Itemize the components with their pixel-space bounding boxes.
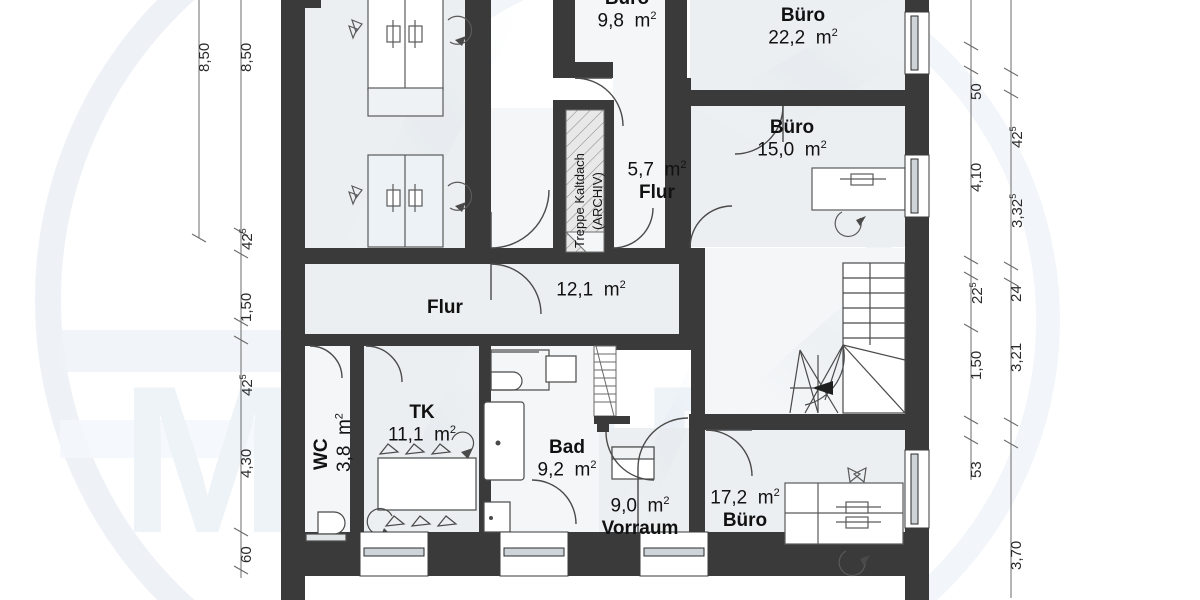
dimension-right-inner-1: 4,10 [968, 162, 985, 192]
room-area: 5,7 m2 [627, 159, 687, 181]
room-label-buero-222: Büro 22,2 m2 [738, 5, 868, 50]
room-area: 17,2 m2 [710, 487, 780, 509]
room-name: Büro [571, 0, 683, 10]
furniture-top-left-office [348, 0, 473, 248]
room-name: Flur [427, 297, 463, 318]
room-name: TK [409, 402, 435, 423]
room-area: 12,1 m2 [556, 279, 626, 301]
attic-ladder [593, 345, 630, 424]
room-name: WC [311, 438, 332, 470]
room-label-buero-98: Büro 9,8 m2 [571, 0, 683, 33]
annotation-stair-archiv-sub: (ARCHIV) [590, 172, 605, 230]
dimension-lines [191, 0, 1019, 598]
room-label-bad-92: Bad 9,2 m2 [522, 437, 612, 482]
room-name: Flur [639, 181, 675, 203]
room-area: 9,0 m2 [610, 495, 670, 517]
dimension-left-inner-4: 4,30 [238, 448, 255, 478]
room-label-buero-150: Büro 15,0 m2 [727, 117, 857, 162]
dimension-right-inner-0: 50 [968, 83, 985, 100]
dimension-left-outer-0: 8,50 [196, 42, 213, 72]
room-name: Vorraum [601, 517, 679, 539]
room-area: 11,1 m2 [387, 424, 457, 446]
dimension-left-inner-2: 1,50 [238, 292, 255, 322]
fixtures-wc [305, 511, 347, 542]
stair-archive-shaft [564, 109, 605, 253]
room-label-flur-121-area: 12,1 m2 [536, 279, 646, 302]
fixtures-vorraum [611, 446, 655, 480]
room-area: 15,0 m2 [757, 139, 827, 161]
room-label-flur-57: 5,7 m2 Flur [602, 159, 712, 204]
dimension-right-inner-3: 1,50 [968, 350, 985, 380]
dimension-right-outer-3: 3,21 [1008, 342, 1025, 372]
room-area: 9,2 m2 [537, 459, 597, 481]
annotation-stair-archiv: Treppe Kaltdach [572, 153, 587, 248]
room-name: Bad [549, 437, 585, 458]
room-label-flur-121-name: Flur [405, 297, 485, 319]
room-area: 9,8 m2 [597, 10, 657, 32]
dimension-right-outer-0: 425 [1008, 126, 1026, 148]
room-label-vorraum-90: 9,0 m2 Vorraum [582, 495, 698, 540]
room-name: Büro [722, 509, 768, 531]
room-label-wc-38: WC [311, 438, 333, 470]
room-label-tk-111: TK 11,1 m2 [372, 402, 472, 447]
room-area: 3,8 m2 [334, 413, 356, 472]
dimension-left-inner-5: 60 [238, 546, 255, 563]
room-label-wc-38-area: 3,8 m2 [334, 413, 357, 472]
fixtures-bad [483, 349, 577, 533]
furniture-tk [366, 431, 477, 538]
windows [359, 11, 930, 577]
furniture-office-172 [784, 466, 904, 577]
room-name: Büro [769, 117, 815, 138]
dimension-left-inner-1: 425 [238, 228, 256, 250]
dimension-right-inner-2: 225 [968, 282, 986, 304]
dimension-right-outer-4: 3,70 [1008, 540, 1025, 570]
doors [309, 77, 784, 532]
dimension-right-outer-1: 3,325 [1008, 193, 1026, 228]
dimension-left-inner-3: 425 [238, 374, 256, 396]
room-area: 22,2 m2 [768, 27, 838, 49]
dimension-right-outer-2: 24 [1008, 285, 1025, 302]
dimension-left-inner-0: 8,50 [238, 42, 255, 72]
dimension-right-inner-4: 53 [968, 461, 985, 478]
staircase [789, 262, 906, 414]
room-name: Büro [780, 5, 826, 26]
room-label-buero-172: 17,2 m2 Büro [685, 487, 805, 532]
